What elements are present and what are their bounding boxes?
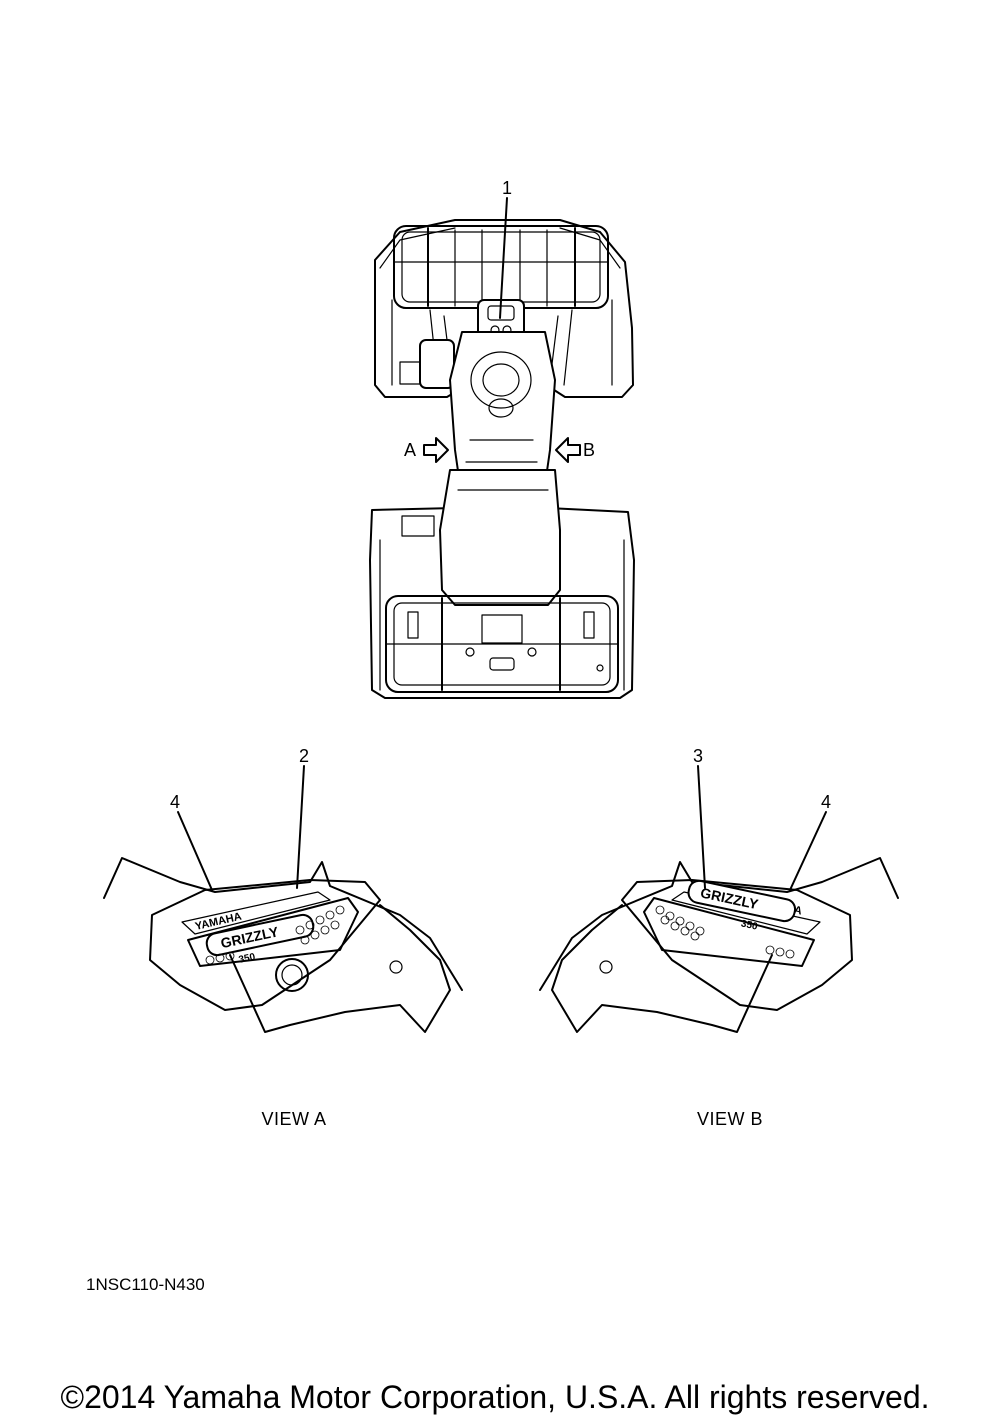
callout-4-view-b: 4 <box>821 792 831 812</box>
view-b-arrow-icon <box>555 437 581 463</box>
decal-sub-right: 350 <box>740 918 759 932</box>
view-a-label: VIEW A <box>261 1109 326 1129</box>
decal-hex-pattern-right <box>655 905 795 959</box>
view-a-illustration: YAMAHA GRIZZLY 350 4 2 <box>103 746 463 1033</box>
copyright-notice: ©2014 Yamaha Motor Corporation, U.S.A. A… <box>60 1379 929 1415</box>
view-b-label: VIEW B <box>697 1109 763 1129</box>
callout-3: 3 <box>693 746 703 766</box>
view-a-arrow-icon <box>423 437 449 463</box>
arrow-b-label: B <box>583 440 595 460</box>
callout-2: 2 <box>299 746 309 766</box>
atv-top-view: 1 A B <box>369 178 635 699</box>
callout-1: 1 <box>502 178 512 198</box>
part-code: 1NSC110-N430 <box>86 1275 205 1294</box>
decal-sub-left: 350 <box>238 952 257 966</box>
arrow-a-label: A <box>404 440 416 460</box>
view-b-illustration: YAMAHA GRIZZLY 350 3 4 <box>539 746 899 1033</box>
decal-hex-pattern-left <box>205 905 345 965</box>
callout-4-view-a: 4 <box>170 792 180 812</box>
